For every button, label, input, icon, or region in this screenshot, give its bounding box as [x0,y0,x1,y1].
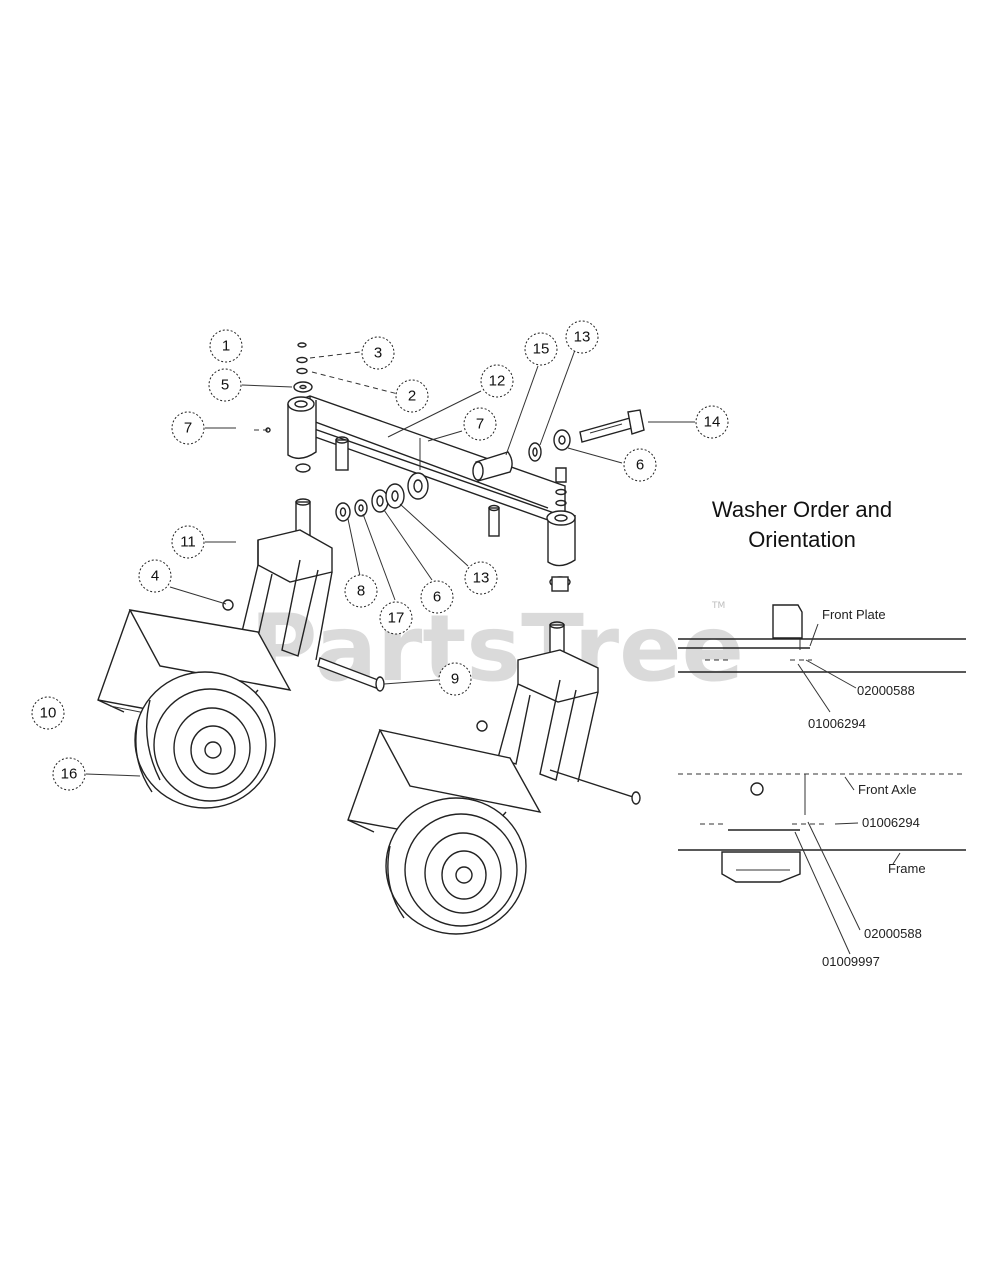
callout-3: 3 [361,336,395,370]
bushing-15 [472,451,513,482]
label-front-plate: Front Plate [822,607,886,622]
callout-13-bottom: 13 [464,561,498,595]
label-02000588-bottom: 02000588 [864,926,922,941]
svg-text:14: 14 [704,414,721,431]
spindle-right-bushing [549,576,571,592]
svg-text:6: 6 [636,457,644,474]
svg-text:16: 16 [61,766,78,783]
watermark: PartsTree TM [250,595,744,702]
svg-text:4: 4 [151,568,159,585]
spindle-bracket-left [222,498,333,661]
label-01006294-top: 01006294 [808,716,866,731]
label-01009997: 01009997 [822,954,880,969]
caster-left [97,609,292,809]
svg-text:7: 7 [184,420,192,437]
callout-17: 17 [379,601,413,635]
svg-text:12: 12 [489,373,506,390]
watermark-trademark: TM [711,601,725,611]
svg-text:2: 2 [408,388,416,405]
callout-12: 12 [480,364,514,398]
washers-right-top [528,429,571,462]
front-axle-view: Front Axle 01006294 Frame 02000588 01009… [678,773,966,969]
callout-6-middle: 6 [420,580,454,614]
svg-text:13: 13 [473,570,490,587]
svg-text:11: 11 [180,534,196,551]
svg-text:6: 6 [433,589,441,606]
callout-15: 15 [524,332,558,366]
callout-16: 16 [52,757,86,791]
front-plate-view: Front Plate 02000588 01006294 [678,604,966,731]
axle-beam [287,395,576,567]
callout-10: 10 [31,696,65,730]
label-02000588-top: 02000588 [857,683,915,698]
callout-4: 4 [138,559,172,593]
washer-order-inset: Washer Order and Orientation Front Plate… [678,497,966,969]
spindle-bracket-right [476,621,641,805]
watermark-text: PartsTree [250,595,744,702]
callouts: 1 3 2 5 7 12 15 13 7 14 6 11 4 8 17 6 13… [31,320,729,791]
bolt-7-left [254,427,271,433]
inset-title-line1: Washer Order and [712,497,892,522]
pin-right [555,467,567,507]
exploded-assembly [97,342,645,935]
callout-1: 1 [209,329,243,363]
callout-14: 14 [695,405,729,439]
svg-text:7: 7 [476,416,484,433]
callout-6-right: 6 [623,448,657,482]
svg-text:10: 10 [40,705,57,722]
svg-text:5: 5 [221,377,229,394]
callout-7-left: 7 [171,411,205,445]
callout-5: 5 [208,368,242,402]
callout-2: 2 [395,379,429,413]
svg-text:3: 3 [374,345,382,362]
bolt-9 [317,657,385,692]
callout-7-right: 7 [463,407,497,441]
callout-9: 9 [438,662,472,696]
svg-text:1: 1 [222,338,230,355]
caster-right [347,728,542,935]
top-hardware [293,342,313,393]
inset-title-line2: Orientation [748,527,856,552]
callout-11: 11 [171,525,205,559]
washers-middle [335,483,405,522]
callout-leaders [85,349,695,777]
svg-text:9: 9 [451,671,459,688]
svg-text:8: 8 [357,583,365,600]
label-front-axle: Front Axle [858,782,917,797]
callout-8: 8 [344,574,378,608]
svg-text:13: 13 [574,329,591,346]
svg-text:17: 17 [388,610,405,627]
svg-text:15: 15 [533,341,550,358]
bolt-14 [579,409,645,443]
callout-13-top: 13 [565,320,599,354]
label-frame: Frame [888,861,926,876]
label-01006294-bottom: 01006294 [862,815,920,830]
